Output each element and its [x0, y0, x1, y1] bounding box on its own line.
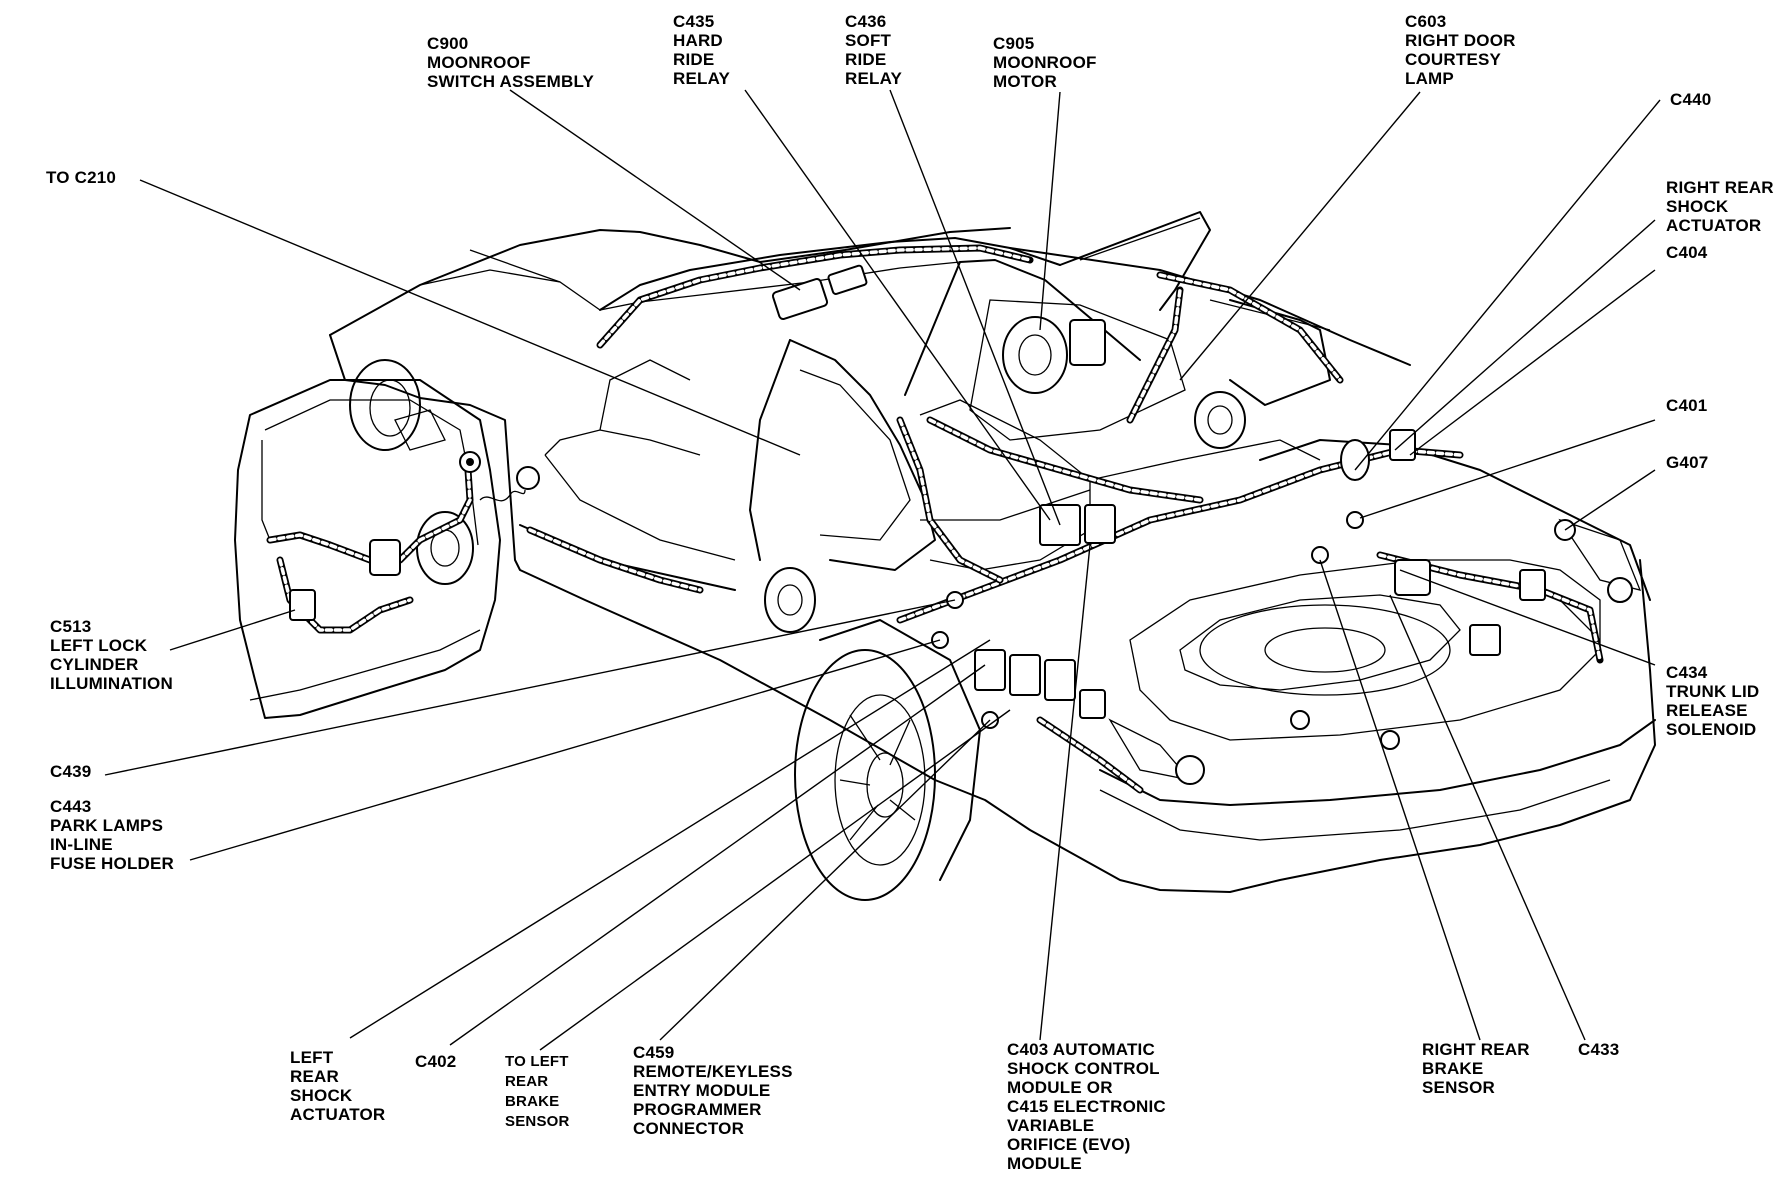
car-body — [329, 211, 1656, 901]
label-c403-c415: C403 AUTOMATIC SHOCK CONTROL MODULE OR C… — [1007, 1040, 1166, 1173]
left-front-door — [234, 379, 540, 719]
label-c401: C401 — [1666, 396, 1708, 415]
wiring-harness — [526, 244, 1604, 794]
label-c439: C439 — [50, 762, 92, 781]
label-c459: C459 REMOTE/KEYLESS ENTRY MODULE PROGRAM… — [633, 1043, 793, 1138]
label-left-rear-shock-actuator: LEFT REAR SHOCK ACTUATOR — [290, 1048, 386, 1124]
label-c404: C404 — [1666, 243, 1708, 262]
label-c905: C905 MOONROOF MOTOR — [993, 34, 1097, 91]
components — [764, 264, 1633, 785]
label-to-left-rear-brake-sensor: TO LEFT REAR BRAKE SENSOR — [505, 1053, 570, 1130]
label-c440: C440 — [1670, 90, 1712, 109]
label-c433: C433 — [1578, 1040, 1620, 1059]
label-c436: C436 SOFT RIDE RELAY — [845, 12, 903, 88]
label-right-rear-shock-actuator: RIGHT REAR SHOCK ACTUATOR — [1666, 178, 1774, 235]
label-c603: C603 RIGHT DOOR COURTESY LAMP — [1405, 12, 1516, 88]
leader-lines — [104, 89, 1661, 1051]
label-g407: G407 — [1666, 453, 1709, 472]
label-c435: C435 HARD RIDE RELAY — [673, 12, 731, 88]
label-to-c210: TO C210 — [46, 168, 117, 187]
label-c513: C513 LEFT LOCK CYLINDER ILLUMINATION — [50, 617, 173, 693]
label-c900: C900 MOONROOF SWITCH ASSEMBLY — [427, 34, 595, 91]
label-c402: C402 — [415, 1052, 457, 1071]
label-c443: C443 PARK LAMPS IN-LINE FUSE HOLDER — [50, 797, 175, 873]
label-right-rear-brake-sensor: RIGHT REAR BRAKE SENSOR — [1422, 1040, 1530, 1097]
label-c434: C434 TRUNK LID RELEASE SOLENOID — [1666, 663, 1760, 739]
